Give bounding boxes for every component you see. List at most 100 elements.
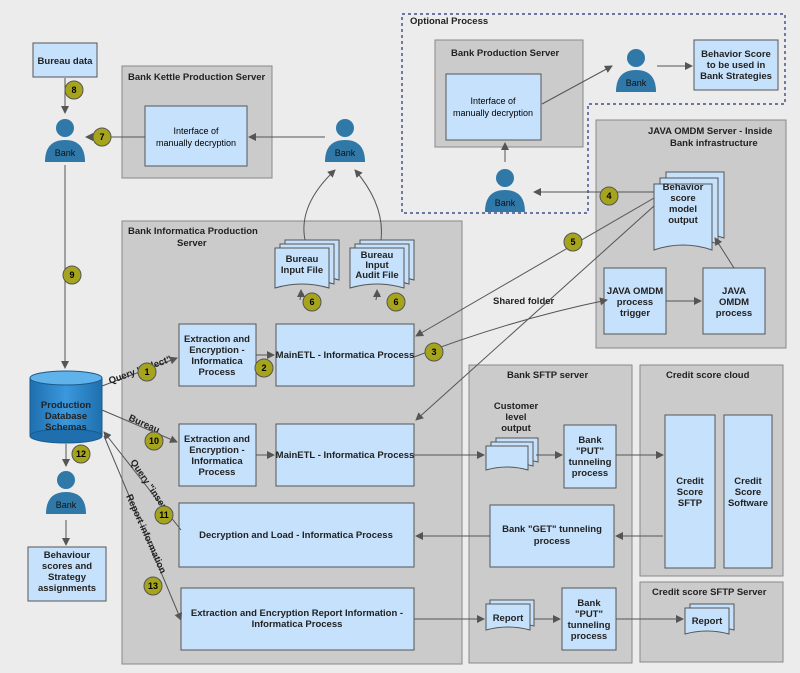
main-etl-1-label: MainETL - Informatica Process	[276, 350, 415, 361]
credit-software-line-2: Score	[735, 487, 761, 498]
omdm-trigger-box: JAVA OMDM process trigger	[603, 267, 667, 335]
omdm-process-line-1: JAVA	[722, 286, 746, 297]
credit-score-software-box: Credit Score Software	[723, 414, 773, 569]
edge-omdm-to-output	[714, 237, 735, 269]
report-extraction-line-2: Informatica Process	[252, 619, 343, 630]
sftp-server-title: Bank SFTP server	[507, 370, 588, 381]
behavior-model-line-1: Behavior	[663, 182, 704, 193]
actor-head-icon	[56, 119, 74, 137]
step-badge-4: 4	[599, 186, 619, 206]
credit-sftp-line-3: SFTP	[678, 498, 703, 509]
actor-head-icon	[627, 49, 645, 67]
step-badge-8: 8	[64, 80, 84, 100]
step-badge-1: 1	[137, 362, 157, 382]
step-number: 6	[393, 297, 398, 307]
bank-put-2-line-1: Bank	[577, 598, 601, 609]
bank-production-server-title: Bank Production Server	[451, 48, 560, 59]
behaviour-assignments-box: Behaviour scores and Strategy assignment…	[27, 546, 107, 602]
connectors	[61, 62, 735, 623]
step-badge-6: 6	[386, 292, 406, 312]
actor-body-icon	[485, 190, 525, 212]
bureau-input-file-doc: Bureau Input File	[274, 239, 340, 289]
actor-body-icon	[45, 140, 85, 162]
behavior-score-line-3: Bank Strategies	[700, 71, 772, 82]
step-badge-3: 3	[424, 342, 444, 362]
edge-output-to-etl1	[415, 197, 655, 337]
kettle-manual-decryption-box: Interface of manually decryption	[144, 105, 248, 167]
report-file-doc: Report	[485, 599, 535, 631]
actor-body-icon	[325, 140, 365, 162]
step-number: 5	[570, 237, 575, 247]
opt-manual-decryption-box: Interface of manually decryption	[445, 73, 542, 141]
extraction-1-box: Extraction and Encryption - Informatica …	[178, 323, 257, 387]
edge-curl-2	[375, 293, 381, 301]
behavior-score-line-2: to be used in	[707, 60, 766, 71]
credit-sftp-line-1: Credit	[676, 476, 704, 487]
bank-put-2-box: Bank "PUT" tunneling process	[561, 587, 617, 651]
actor-label: Bank	[56, 500, 77, 510]
customer-output-line-1: Customer	[494, 401, 539, 412]
omdm-trigger-line-1: JAVA OMDM	[607, 286, 663, 297]
step-number: 9	[69, 270, 74, 280]
bureau-audit-line-1: Bureau	[361, 250, 394, 261]
step-badge-11: 11	[154, 505, 174, 525]
step-number: 1	[144, 367, 149, 377]
actor-label: Bank	[626, 78, 647, 88]
behaviour-line-1: Behaviour	[44, 550, 91, 561]
informatica-title-2: Server	[177, 238, 207, 249]
actor-head-icon	[336, 119, 354, 137]
decryption-load-box: Decryption and Load - Informatica Proces…	[178, 502, 415, 568]
db-line-3: Schemas	[45, 422, 87, 433]
bureau-audit-line-2: Input	[365, 260, 389, 271]
behaviour-line-2: scores and	[42, 561, 92, 572]
bank-actor-optional-left: Bank	[485, 169, 525, 212]
java-omdm-title-1: JAVA OMDM Server - Inside	[648, 126, 772, 137]
bank-put-1-line-1: Bank	[578, 435, 602, 446]
main-etl-2-box: MainETL - Informatica Process	[275, 423, 415, 487]
edge-db-to-report	[103, 435, 182, 621]
credit-software-line-3: Software	[728, 498, 768, 509]
credit-score-cloud-title: Credit score cloud	[666, 370, 750, 381]
informatica-title-1: Bank Informatica Production	[128, 226, 258, 237]
customer-output-line-3: output	[501, 423, 531, 434]
bank-put-1-line-2: "PUT"	[576, 446, 604, 457]
kettle-manual-decryption-line-1: Interface of	[173, 126, 219, 136]
extraction-2-line-2: Encryption -	[189, 445, 244, 456]
optional-process-title: Optional Process	[410, 16, 488, 27]
extraction-2-box: Extraction and Encryption - Informatica …	[178, 423, 257, 487]
production-database: Production Database Schemas	[29, 370, 103, 444]
step-badge-10: 10	[144, 431, 164, 451]
bank-put-2-line-2: "PUT"	[575, 609, 603, 620]
opt-manual-decryption-line-1: Interface of	[470, 96, 516, 106]
edge-audit-to-bank	[354, 169, 382, 241]
bank-get-line-2: process	[534, 536, 570, 547]
bank-get-box: Bank "GET" tunneling process	[489, 504, 615, 568]
bureau-audit-line-3: Audit File	[355, 270, 398, 281]
edge-output-to-etl2	[415, 205, 655, 421]
bank-actor-optional-right: Bank	[616, 49, 656, 92]
step-badge-9: 9	[62, 265, 82, 285]
bank-actor-top: Bank	[325, 119, 365, 162]
bank-get-line-1: Bank "GET" tunneling	[502, 524, 602, 535]
actor-body-icon	[616, 70, 656, 92]
step-number: 6	[309, 297, 314, 307]
step-number: 2	[261, 363, 266, 373]
edge-input-to-bank	[303, 169, 336, 241]
behavior-model-line-2: score	[670, 193, 695, 204]
step-number: 11	[159, 510, 169, 520]
step-number: 12	[76, 449, 86, 459]
behavior-score-box: Behavior Score to be used in Bank Strate…	[693, 39, 779, 91]
report-extraction-box: Extraction and Encryption Report Informa…	[180, 587, 415, 651]
bank-put-1-line-3: tunneling	[569, 457, 612, 468]
step-number: 4	[606, 191, 611, 201]
step-number: 8	[71, 85, 76, 95]
extraction-2-line-1: Extraction and	[184, 434, 250, 445]
credit-software-line-1: Credit	[734, 476, 762, 487]
report-file-label: Report	[493, 613, 524, 624]
step-badge-12: 12	[71, 444, 91, 464]
step-badge-6: 6	[302, 292, 322, 312]
bureau-input-line-1: Bureau	[286, 254, 319, 265]
kettle-server-title: Bank Kettle Production Server	[128, 72, 266, 83]
